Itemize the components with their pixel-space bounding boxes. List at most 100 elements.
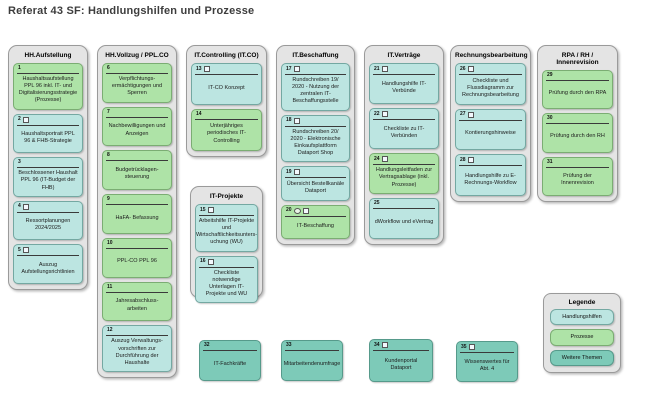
box-number: 33 — [286, 342, 292, 348]
box-number: 6 — [107, 65, 110, 71]
column-header: IT-Projekte — [209, 193, 244, 200]
box-header: 22 — [373, 111, 435, 120]
box-label: Prüfung durch den RH — [550, 133, 605, 140]
box-header: 4 — [17, 203, 79, 213]
box-header: 17 — [285, 66, 346, 75]
box-number: 25 — [374, 200, 380, 206]
column-header: HH.Aufstellung — [24, 52, 72, 59]
box-number: 10 — [107, 239, 113, 246]
legend-title: Legende — [568, 299, 596, 306]
legend-entry-handlungshilfen: Handlungshilfen — [550, 309, 614, 326]
box-number: 30 — [547, 115, 553, 122]
box-label: Haushaltsportrait PPL 96 & FHB-Strategie — [21, 130, 75, 144]
box-label: Handlungsleitfaden zur Vertragsablage (i… — [375, 167, 433, 188]
box-header: 20 — [285, 207, 346, 217]
comment-bubble-icon — [293, 207, 301, 214]
checkbox-icon — [207, 207, 214, 213]
box-header: 29 — [546, 73, 609, 81]
box-number: 18 — [286, 117, 292, 124]
legend-entry-weitere: Weitere Themen — [550, 349, 614, 366]
checkbox-icon — [467, 66, 474, 72]
box-header: 1 — [17, 66, 79, 74]
box-header: 31 — [546, 159, 609, 168]
box-label: Ressortplanungen 2024/2025 — [25, 217, 71, 232]
box-label: Übersicht Bestellkanäle Dataport — [286, 180, 345, 194]
box-number: 34 — [374, 341, 380, 348]
box-header: 26 — [459, 66, 522, 75]
column-header: Rechnungsbearbeitung — [455, 52, 528, 59]
box-label: Verpflichtungs­ermächtigungen und Sperre… — [111, 76, 163, 97]
checkbox-icon — [468, 344, 475, 350]
box-label: Haushaltsaufstellung PPL 96 inkl. IT- un… — [18, 76, 78, 104]
box-label: Arbeitshilfe IT-Projekte und Wirtschaftl… — [195, 218, 258, 246]
box-number: 16 — [200, 258, 206, 265]
column-header: RPA / RH / Innenrevision — [556, 52, 599, 66]
box-label: IT-CO Konzept — [208, 84, 245, 91]
box-number: 12 — [107, 327, 113, 334]
box-number: 13 — [196, 65, 202, 72]
checkbox-icon — [22, 203, 29, 210]
box-label: HaFA- Befassung — [115, 214, 159, 221]
box-number: 27 — [460, 111, 466, 118]
box-header: 25 — [373, 201, 435, 209]
box-header: 16 — [199, 258, 254, 268]
box-number: 4 — [18, 203, 21, 210]
box-header: 28 — [459, 156, 522, 167]
checkbox-icon — [381, 111, 388, 117]
checkbox-icon — [381, 156, 388, 162]
checkbox-icon — [207, 258, 214, 265]
column-header: HH.Vollzug / PPL.CO — [105, 52, 169, 59]
box-header: 27 — [459, 111, 522, 121]
column-header: IT.Controlling (IT.CO) — [194, 52, 259, 59]
box-label: Beschlossener Haushalt PPL 96 (IT-Budget… — [18, 170, 78, 191]
box-number: 11 — [107, 283, 113, 290]
box-label: Budgetrücklagen­steuerung — [115, 167, 159, 181]
box-number: 24 — [374, 155, 380, 162]
box-header: 35 — [460, 344, 514, 353]
box-header: 7 — [106, 109, 168, 118]
box-header: 14 — [195, 112, 258, 120]
box-number: 28 — [460, 156, 466, 163]
box-header: 3 — [17, 160, 79, 169]
box-label: IT-Beschaffung — [297, 222, 334, 229]
box-header: 21 — [373, 66, 435, 75]
checkbox-icon — [22, 247, 29, 254]
box-label: Unterjähriges periodisches IT-Controllin… — [207, 123, 246, 144]
box-label: Checkliste und Flussdiagramm zur Rechnun… — [462, 77, 519, 98]
box-header: 2 — [17, 116, 79, 126]
box-header: 5 — [17, 247, 79, 257]
checkbox-icon — [302, 207, 309, 214]
box-header: 19 — [285, 169, 346, 179]
box-label: Auszug Verwaltungs­vorschriften zur Durc… — [111, 338, 163, 366]
